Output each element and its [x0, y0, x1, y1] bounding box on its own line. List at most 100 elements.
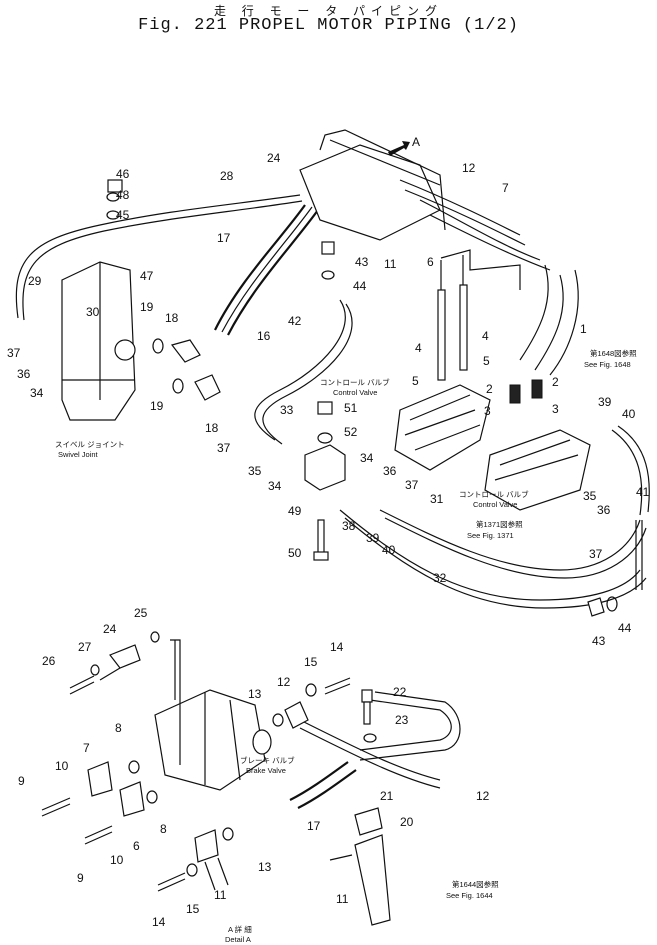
- callout: 26: [42, 654, 56, 668]
- detail-a-label-jp: A 詳 細: [228, 924, 252, 934]
- callout: 41: [636, 485, 650, 499]
- callout: 37: [405, 478, 419, 492]
- callout: 18: [205, 421, 219, 435]
- callout: 15: [186, 902, 200, 916]
- callout: 31: [430, 492, 444, 506]
- callout: 45: [116, 208, 130, 222]
- ref-fig-1371-en: See Fig. 1371: [467, 531, 514, 540]
- callout: 40: [382, 543, 396, 557]
- callout: 9: [18, 774, 25, 788]
- callout: 8: [160, 822, 167, 836]
- callout: 22: [393, 685, 407, 699]
- brake-valve-label-en: Brake Valve: [246, 766, 286, 775]
- callout: 46: [116, 167, 130, 181]
- callout: 11: [214, 888, 227, 902]
- callout: 4: [482, 329, 489, 343]
- callout: 12: [462, 161, 476, 175]
- callout: 8: [115, 721, 122, 735]
- callout: 14: [330, 640, 344, 654]
- callout: 52: [344, 425, 358, 439]
- callout: 32: [433, 571, 447, 585]
- callout: 38: [342, 519, 356, 533]
- callout: 43: [592, 634, 606, 648]
- callout: 40: [622, 407, 636, 421]
- callout: 51: [344, 401, 358, 415]
- callout: 33: [280, 403, 294, 417]
- callout: 19: [140, 300, 154, 314]
- callout: 36: [597, 503, 611, 517]
- brake-valve-label-jp: ブレーキ バルブ: [240, 755, 295, 765]
- callout: 19: [150, 399, 164, 413]
- callout: 34: [30, 386, 44, 400]
- detail-a-label-en: Detail A: [225, 935, 251, 944]
- callout: 17: [307, 819, 321, 833]
- callout: 34: [268, 479, 282, 493]
- callout: 15: [304, 655, 318, 669]
- callout: 30: [86, 305, 100, 319]
- callout: 10: [110, 853, 124, 867]
- detail-a-linework: [41, 631, 461, 926]
- callout: 5: [412, 374, 419, 388]
- ref-fig-1644-en: See Fig. 1644: [446, 891, 493, 900]
- callout: 9: [77, 871, 84, 885]
- callout: 37: [217, 441, 231, 455]
- callout: 35: [248, 464, 262, 478]
- annotation-notes: スイベル ジョイント Swivel Joint コントロール バルブ Contr…: [55, 348, 637, 944]
- piping-linework: [15, 129, 650, 617]
- callout: 43: [355, 255, 369, 269]
- callout: 24: [103, 622, 117, 636]
- view-a-arrow-icon: A: [388, 135, 420, 156]
- callout: 50: [288, 546, 302, 560]
- callout: 49: [288, 504, 302, 518]
- callout: 25: [134, 606, 148, 620]
- callout: 2: [486, 382, 493, 396]
- callout: 24: [267, 151, 281, 165]
- callout: 11: [336, 892, 349, 906]
- figure-title: Fig. 221 PROPEL MOTOR PIPING (1/2): [138, 16, 519, 35]
- callout: 14: [152, 915, 166, 929]
- callout: 12: [277, 675, 291, 689]
- callout: 13: [258, 860, 272, 874]
- callout: 39: [366, 531, 380, 545]
- swivel-joint-label-en: Swivel Joint: [58, 450, 99, 459]
- callout: 34: [360, 451, 374, 465]
- callout: 7: [83, 741, 90, 755]
- control-valve-label-en: Control Valve: [333, 388, 377, 397]
- callout: 10: [55, 759, 69, 773]
- callout: 37: [589, 547, 603, 561]
- ref-fig-1644-jp: 第1644図参照: [452, 879, 499, 889]
- callout-labels: 46 48 45 28 24 12 7 17 43 11 6 47 44 29 …: [7, 151, 650, 929]
- callout: 29: [28, 274, 42, 288]
- callout: 5: [483, 354, 490, 368]
- callout: 42: [288, 314, 302, 328]
- callout: 36: [383, 464, 397, 478]
- callout: 16: [257, 329, 271, 343]
- callout: 12: [476, 789, 490, 803]
- callout: 21: [380, 789, 394, 803]
- callout: 7: [502, 181, 509, 195]
- callout: 37: [7, 346, 21, 360]
- callout: 6: [133, 839, 140, 853]
- control-valve-2-label-en: Control Valve: [473, 500, 517, 509]
- ref-fig-1648-en: See Fig. 1648: [584, 360, 631, 369]
- callout: 48: [116, 188, 130, 202]
- callout: 47: [140, 269, 154, 283]
- callout: 3: [484, 404, 491, 418]
- view-marker-label: A: [412, 135, 420, 149]
- callout: 13: [248, 687, 262, 701]
- callout: 39: [598, 395, 612, 409]
- callout: 36: [17, 367, 31, 381]
- callout: 6: [427, 255, 434, 269]
- control-valve-2-label-jp: コントロール バルブ: [459, 489, 529, 499]
- callout: 28: [220, 169, 234, 183]
- callout: 11: [384, 257, 397, 271]
- callout: 23: [395, 713, 409, 727]
- japanese-title: 走 行 モ ー タ パイピング: [213, 4, 444, 18]
- callout: 44: [618, 621, 632, 635]
- callout: 18: [165, 311, 179, 325]
- callout: 27: [78, 640, 92, 654]
- callout: 4: [415, 341, 422, 355]
- callout: 20: [400, 815, 414, 829]
